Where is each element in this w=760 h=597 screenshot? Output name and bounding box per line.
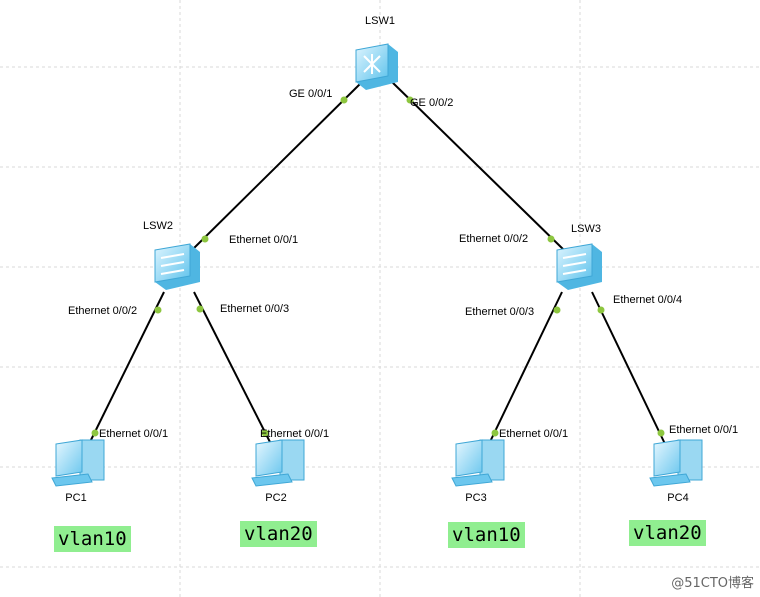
port-label-pc3-e001: Ethernet 0/0/1 (499, 428, 568, 440)
port-dot[interactable] (154, 306, 162, 314)
port-dot[interactable] (597, 306, 605, 314)
vlan-tag-pc1: vlan10 (54, 526, 131, 552)
device-lsw2[interactable]: LSW2 (143, 220, 200, 290)
port-dot[interactable] (201, 235, 209, 243)
port-dot[interactable] (261, 429, 269, 437)
link-lsw3-pc3 (487, 291, 563, 447)
device-lsw3[interactable]: LSW3 (556, 223, 602, 290)
port-dots (91, 96, 665, 437)
link-lsw1-lsw3 (391, 81, 567, 253)
port-label-lsw3-e003: Ethernet 0/0/3 (465, 306, 534, 318)
device-pc2[interactable]: PC2 (251, 439, 305, 504)
device-label-lsw2: LSW2 (143, 220, 173, 232)
vlan-tag-pc2: vlan20 (240, 521, 317, 547)
port-dot[interactable] (553, 306, 561, 314)
port-label-lsw3-e004: Ethernet 0/0/4 (613, 294, 682, 306)
device-label-pc3: PC3 (465, 492, 486, 504)
device-label-lsw3: LSW3 (571, 223, 601, 235)
port-label-pc2-e001: Ethernet 0/0/1 (260, 428, 329, 440)
port-dot[interactable] (657, 429, 665, 437)
link-lsw2-pc1 (87, 291, 165, 447)
device-label-pc2: PC2 (265, 492, 286, 504)
link-lsw2-pc2 (193, 291, 273, 447)
device-pc3[interactable]: PC3 (451, 439, 505, 504)
switch-icon (154, 243, 200, 290)
watermark: @51CTO博客 (671, 576, 754, 591)
vlan-tag-pc3: vlan10 (448, 522, 525, 548)
link-lsw3-pc4 (591, 291, 667, 447)
vlan-tag-pc4: vlan20 (629, 520, 706, 546)
port-dot[interactable] (340, 96, 348, 104)
port-dot[interactable] (547, 235, 555, 243)
device-lsw1[interactable]: LSW1 (355, 15, 398, 90)
port-label-pc1-e001: Ethernet 0/0/1 (99, 428, 168, 440)
core-switch-icon (355, 43, 398, 90)
pc-icon (251, 439, 305, 487)
port-dot[interactable] (491, 429, 499, 437)
port-dot[interactable] (406, 96, 414, 104)
port-label-lsw3-e002: Ethernet 0/0/2 (459, 233, 528, 245)
port-dot[interactable] (91, 429, 99, 437)
port-dot[interactable] (196, 305, 204, 313)
links (87, 81, 667, 447)
port-label-lsw2-e001: Ethernet 0/0/1 (229, 234, 298, 246)
port-label-lsw1-ge001: GE 0/0/1 (289, 88, 332, 100)
link-lsw1-lsw2 (189, 81, 363, 253)
port-label-lsw2-e002: Ethernet 0/0/2 (68, 305, 137, 317)
pc-icon (649, 439, 703, 487)
port-label-pc4-e001: Ethernet 0/0/1 (669, 424, 738, 436)
pc-icon (51, 439, 105, 487)
device-label-lsw1: LSW1 (365, 15, 395, 27)
device-pc4[interactable]: PC4 (649, 439, 703, 504)
pc-icon (451, 439, 505, 487)
port-label-lsw2-e003: Ethernet 0/0/3 (220, 303, 289, 315)
device-label-pc4: PC4 (667, 492, 688, 504)
port-labels: GE 0/0/1 GE 0/0/2 Ethernet 0/0/1 Etherne… (68, 88, 738, 440)
port-label-lsw1-ge002: GE 0/0/2 (410, 97, 453, 109)
device-label-pc1: PC1 (65, 492, 86, 504)
switch-icon (556, 243, 602, 290)
device-pc1[interactable]: PC1 (51, 439, 105, 504)
